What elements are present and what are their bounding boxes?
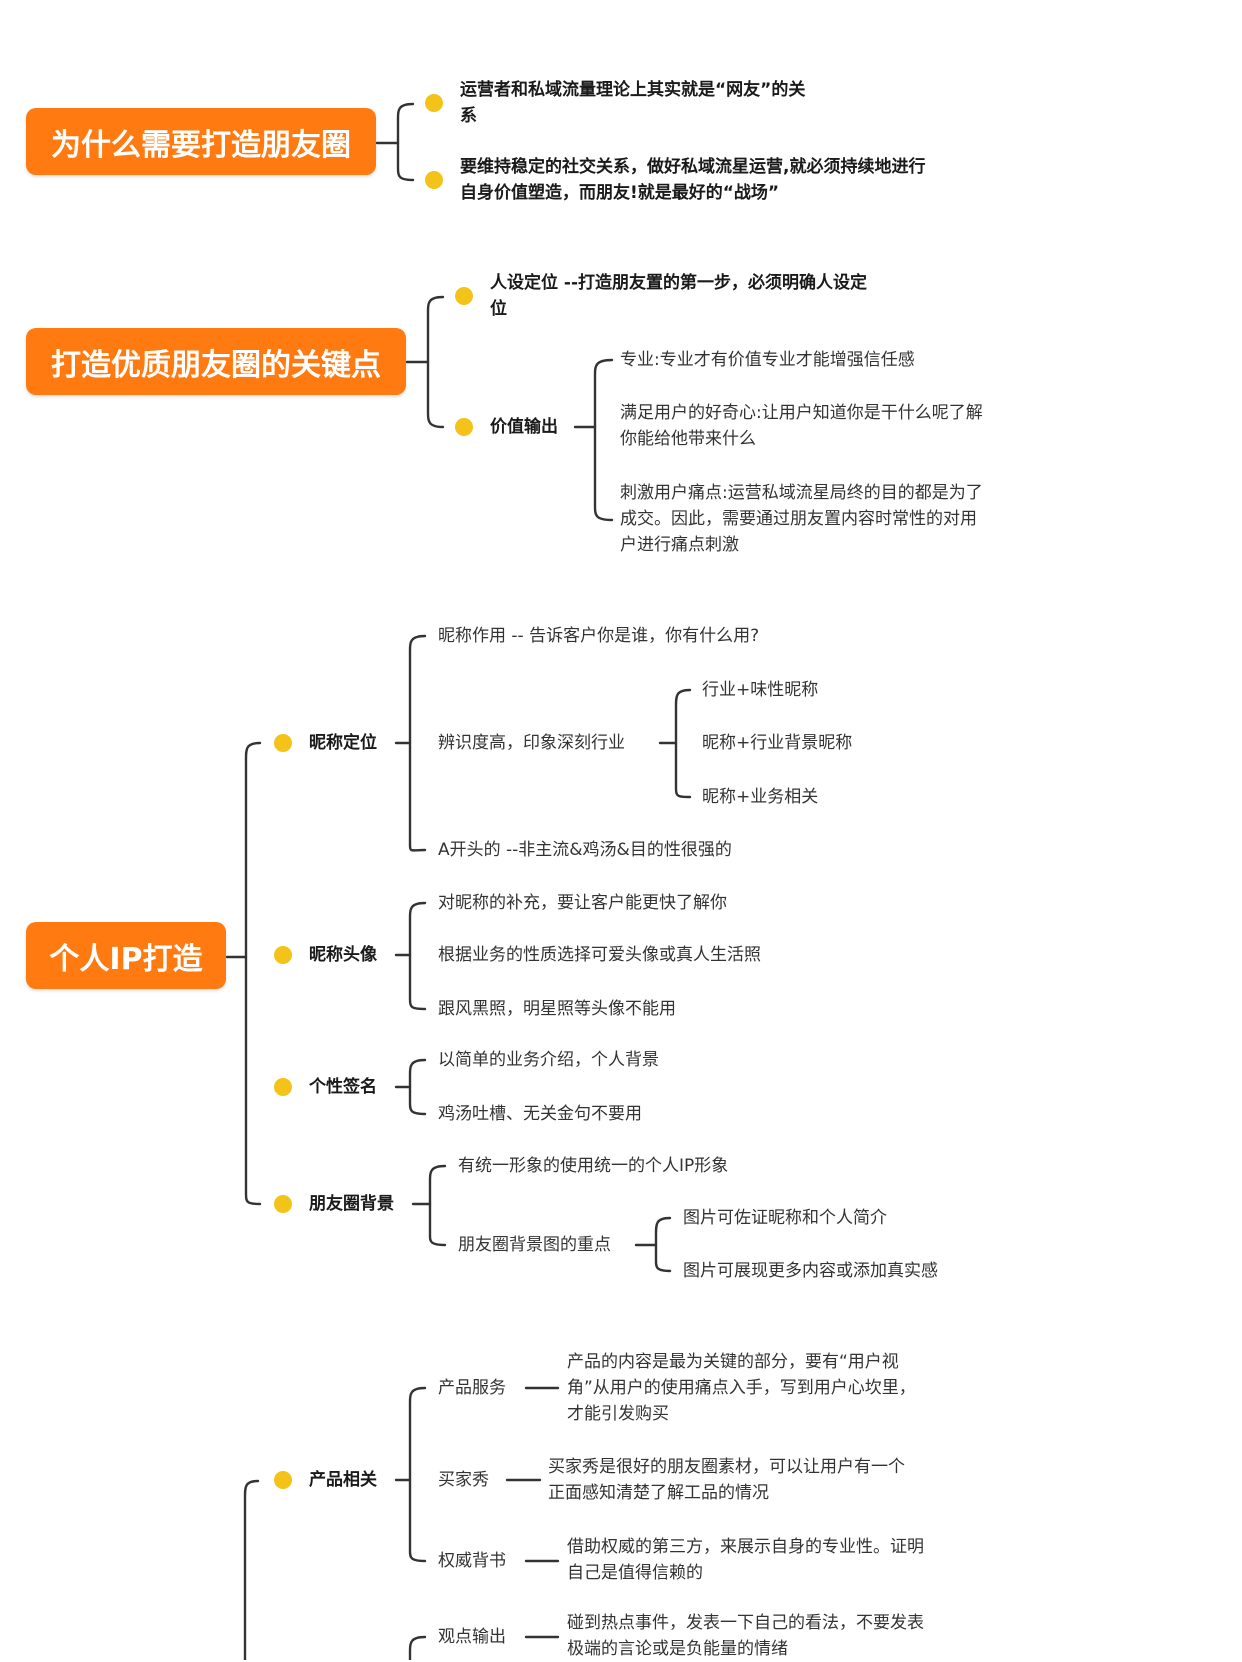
bullet-dot (274, 1078, 292, 1096)
bullet-dot (425, 94, 443, 112)
buyer-show-label: 买家秀 (438, 1470, 489, 1490)
value-output-label: 价值输出 (490, 417, 558, 437)
nickname-recognition: 辨识度高，印象深刻行业 (438, 733, 625, 753)
value-output-item: 刺激用户痛点:运营私域流星局终的目的都是为了 成交。因此，需要通过朋友置内容时常… (620, 483, 983, 555)
nickname-role: 昵称作用 -- 告诉客户你是谁，你有什么用? (438, 626, 760, 646)
moments-background-label: 朋友圈背景 (309, 1194, 394, 1214)
bullet-dot (455, 418, 473, 436)
root-node-personal-ip: 个人IP打造 (26, 922, 226, 989)
authority-label: 权威背书 (438, 1551, 506, 1571)
reason-networkfriend: 运营者和私域流量理论上其实就是“网友”的关 系 (460, 80, 806, 126)
product-service-label: 产品服务 (438, 1378, 506, 1398)
avatar-item: 跟风黑照，明星照等头像不能用 (438, 999, 676, 1019)
opinion-output-label: 观点输出 (438, 1627, 506, 1647)
bullet-dot (274, 1195, 292, 1213)
buyer-show-text: 买家秀是很好的朋友圈素材，可以让用户有一个 正面感知清楚了解工品的情况 (548, 1457, 905, 1503)
product-service-text: 产品的内容是最为关键的部分，要有“用户视 角”从用户的使用痛点入手，写到用户心坎… (567, 1352, 916, 1424)
recognition-item: 昵称+行业背景昵称 (702, 733, 853, 753)
value-output-item: 专业:专业才有价值专业才能增强信任感 (620, 350, 915, 370)
authority-text: 借助权威的第三方，来展示自身的专业性。证明 自己是值得信赖的 (567, 1537, 924, 1583)
bullet-dot (455, 287, 473, 305)
value-output-item: 满足用户的好奇心:让用户知道你是干什么呢了解 你能给他带来什么 (620, 403, 983, 449)
bullet-dot (274, 1471, 292, 1489)
avatar-item: 对昵称的补充，要让客户能更快了解你 (438, 893, 727, 913)
recognition-item: 昵称+业务相关 (702, 787, 819, 807)
avatar-item: 根据业务的性质选择可爱头像或真人生活照 (438, 945, 761, 965)
bullet-dot (274, 946, 292, 964)
background-focus-item: 图片可展现更多内容或添加真实感 (683, 1261, 938, 1281)
recognition-item: 行业+味性昵称 (702, 680, 819, 700)
nickname-position-label: 昵称定位 (309, 733, 377, 753)
bullet-dot (274, 734, 292, 752)
root-node-key-points: 打造优质朋友圈的关键点 (26, 328, 406, 395)
reason-value-shaping: 要维持稳定的社交关系，做好私域流星运营,就必须持续地进行 自身价值塑造，而朋友!… (460, 157, 926, 203)
bullet-dot (425, 171, 443, 189)
nickname-a-prefix: A开头的 --非主流&鸡汤&目的性很强的 (438, 840, 732, 860)
opinion-output-text: 碰到热点事件，发表一下自己的看法，不要发表 极端的言论或是负能量的情绪 (567, 1613, 924, 1659)
persona-positioning: 人设定位 --打造朋友置的第一步，必须明确人设定 位 (490, 273, 868, 319)
signature-item: 以简单的业务介绍，个人背景 (438, 1050, 659, 1070)
root-node-why-moments: 为什么需要打造朋友圈 (26, 108, 376, 175)
background-focus-item: 图片可佐证昵称和个人简介 (683, 1208, 887, 1228)
nickname-avatar-label: 昵称头像 (309, 945, 377, 965)
background-unified: 有统一形象的使用统一的个人IP形象 (458, 1156, 729, 1176)
product-related-label: 产品相关 (309, 1470, 377, 1490)
background-focus: 朋友圈背景图的重点 (458, 1235, 611, 1255)
signature-item: 鸡汤吐槽、无关金句不要用 (438, 1104, 642, 1124)
signature-label: 个性签名 (309, 1077, 377, 1097)
